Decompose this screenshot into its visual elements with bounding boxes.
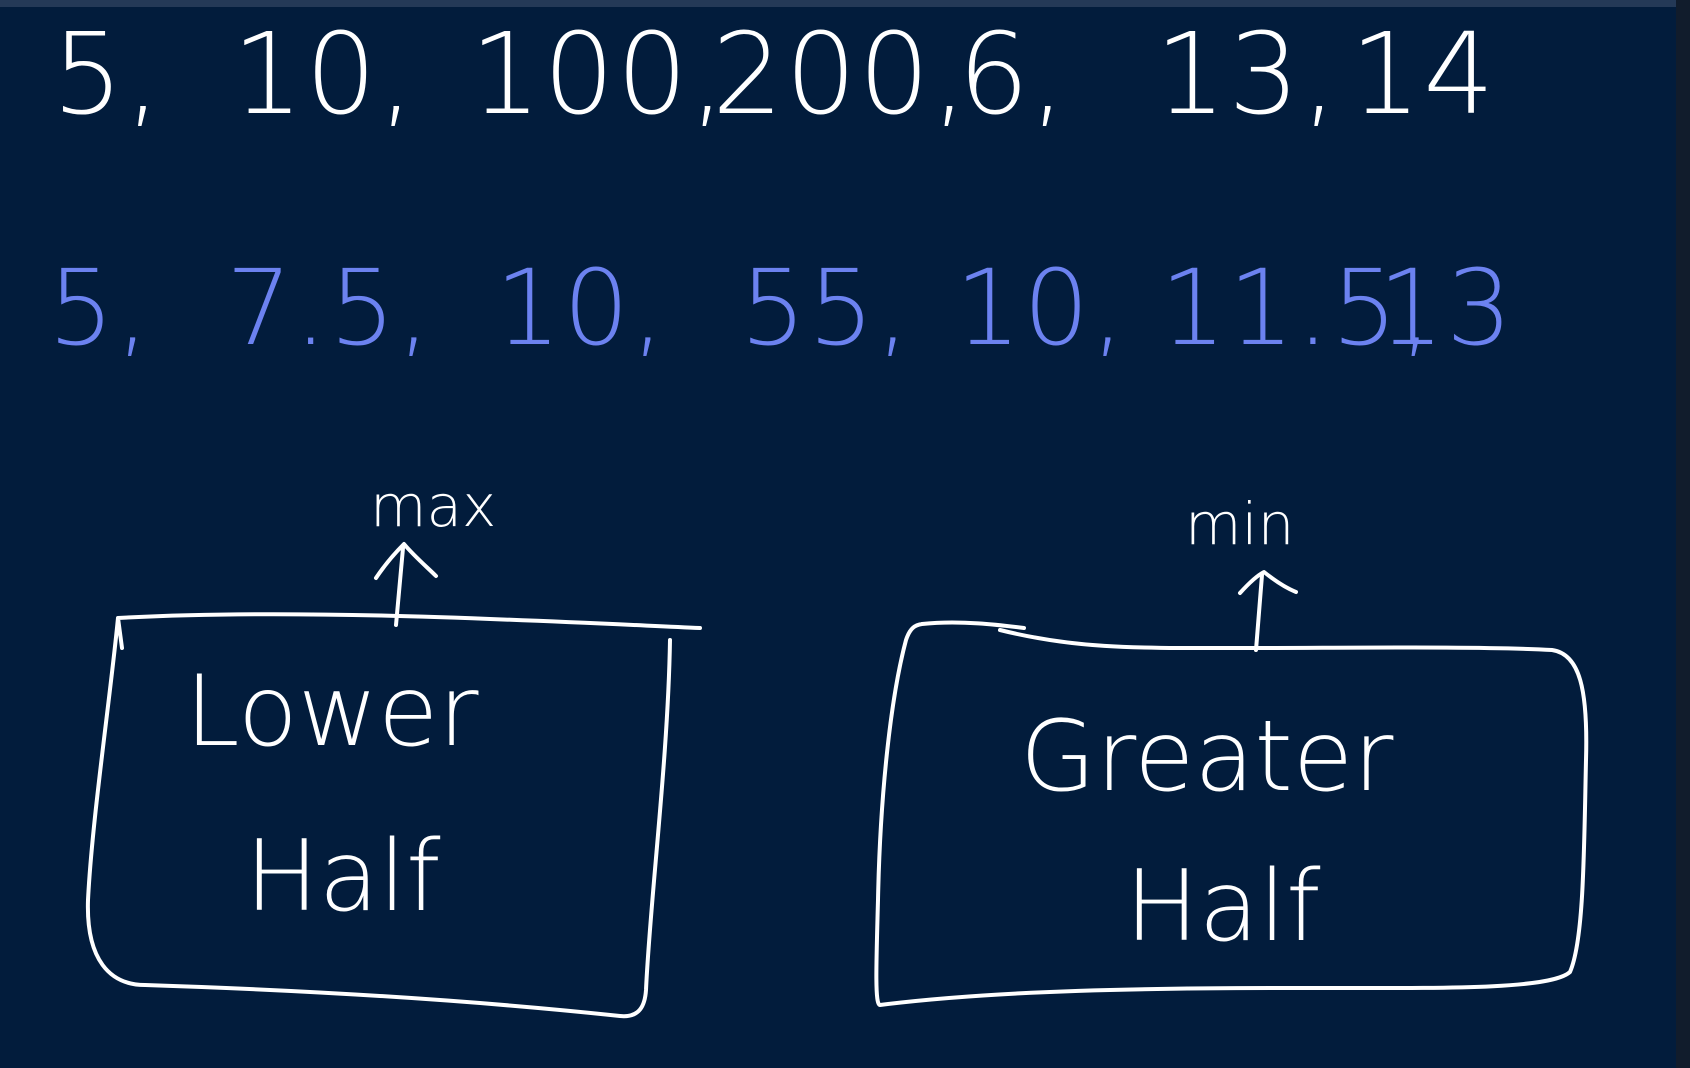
median-sequence-row: 5, 7.5, 10, 55, 10, 11.5, 13	[0, 235, 1690, 435]
sequence-item: 10,	[232, 10, 417, 140]
median-item: 7.5,	[226, 247, 433, 369]
lower-heap-box	[85, 612, 702, 1019]
sequence-item: 6	[958, 10, 1032, 140]
median-item: 5,	[48, 247, 152, 369]
lower-heap-name-line1: Lower	[185, 655, 479, 769]
lower-arrow-icon	[374, 542, 438, 627]
upper-heap-box	[874, 620, 1589, 1007]
right-window-edge	[1676, 0, 1690, 1068]
median-item: 10,	[495, 247, 667, 369]
top-window-edge	[0, 0, 1690, 7]
upper-heap-name-line2: Half	[1125, 850, 1321, 964]
lower-heap-name-line2: Half	[245, 820, 441, 934]
median-item: 13	[1378, 247, 1515, 369]
upper-arrow-icon	[1238, 570, 1298, 652]
median-item: 10,	[955, 247, 1127, 369]
median-item: 11.5,	[1160, 247, 1435, 369]
sequence-item: ,	[1030, 10, 1068, 140]
sequence-item: 14	[1350, 10, 1497, 140]
sequence-item: 13,	[1155, 10, 1340, 140]
sequence-item: 5,	[52, 10, 163, 140]
median-item: 55,	[740, 247, 912, 369]
sequence-item: 200,	[712, 10, 970, 140]
lower-top-label: max	[370, 472, 497, 540]
input-sequence-row: 5, 10, 100, 200, 6 , 13, 14	[0, 0, 1690, 200]
upper-top-label: min	[1185, 490, 1295, 558]
sequence-item: 100,	[470, 10, 728, 140]
upper-heap-name-line1: Greater	[1020, 700, 1394, 814]
